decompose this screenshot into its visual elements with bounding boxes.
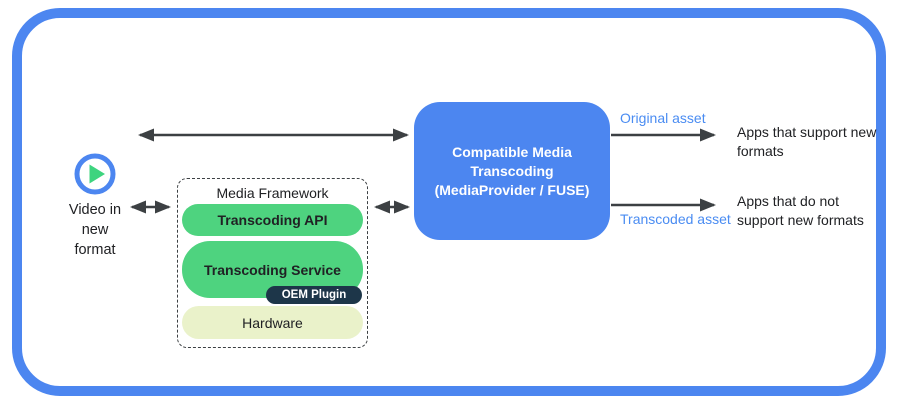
- media-framework-title: Media Framework: [216, 185, 329, 201]
- play-icon: [74, 153, 116, 195]
- transcoder-box: Compatible Media Transcoding (MediaProvi…: [414, 102, 610, 240]
- apps-no-support-label: Apps that do not support new formats: [737, 193, 864, 228]
- transcoded-asset-label: Transcoded asset: [620, 211, 731, 227]
- hardware-label: Hardware: [242, 314, 303, 331]
- transcoder-subtitle: (MediaProvider / FUSE): [434, 181, 590, 198]
- transcoding-api-label: Transcoding API: [217, 212, 328, 228]
- outer-frame: [12, 8, 886, 396]
- oem-plugin-badge: OEM Plugin: [266, 286, 362, 304]
- video-source-label: Video in new format: [68, 202, 122, 258]
- transcoding-api-pill: Transcoding API: [182, 204, 363, 236]
- transcoder-title: Compatible Media Transcoding: [452, 143, 572, 179]
- apps-support-label: Apps that support new formats: [737, 124, 877, 159]
- hardware-pill: Hardware: [182, 306, 363, 339]
- media-framework-box: Media Framework Transcoding API Transcod…: [177, 178, 368, 348]
- transcoding-service-label: Transcoding Service: [204, 261, 341, 278]
- original-asset-label: Original asset: [620, 110, 706, 126]
